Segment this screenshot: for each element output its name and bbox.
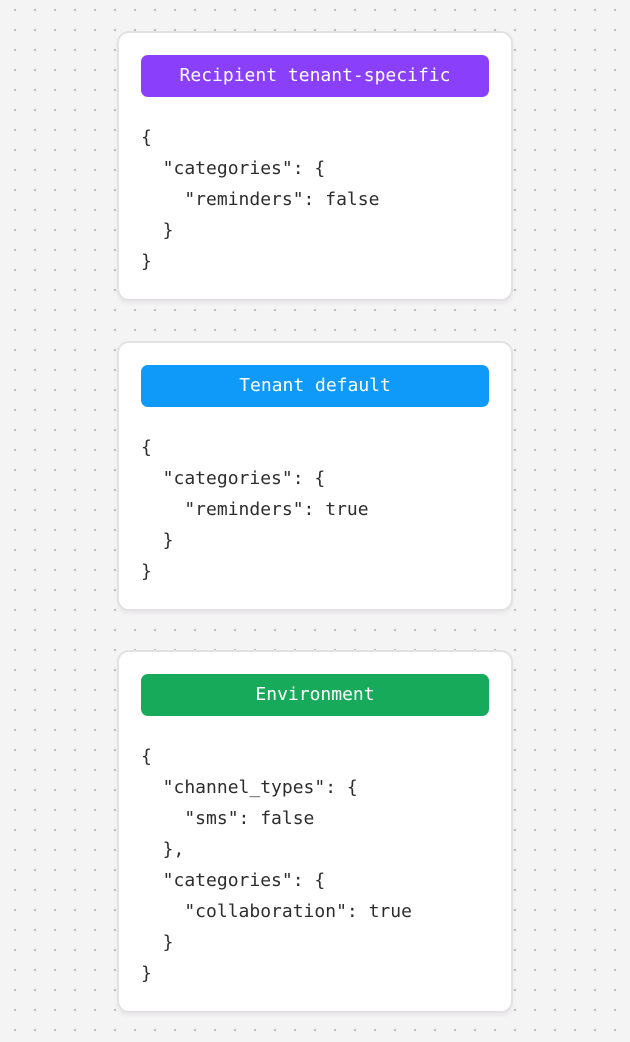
preference-card-environment: Environment { "channel_types": { "sms": … — [117, 650, 513, 1013]
environment-badge: Environment — [141, 674, 489, 716]
tenant-default-json-code: { "categories": { "reminders": true } } — [141, 437, 369, 582]
preference-card-recipient-tenant-specific: Recipient tenant-specific { "categories"… — [117, 31, 513, 301]
preference-card-tenant-default: Tenant default { "categories": { "remind… — [117, 341, 513, 611]
recipient-tenant-specific-badge: Recipient tenant-specific — [141, 55, 489, 97]
environment-json-code: { "channel_types": { "sms": false }, "ca… — [141, 746, 412, 984]
recipient-tenant-specific-json-code: { "categories": { "reminders": false } } — [141, 127, 380, 272]
tenant-default-badge: Tenant default — [141, 365, 489, 407]
